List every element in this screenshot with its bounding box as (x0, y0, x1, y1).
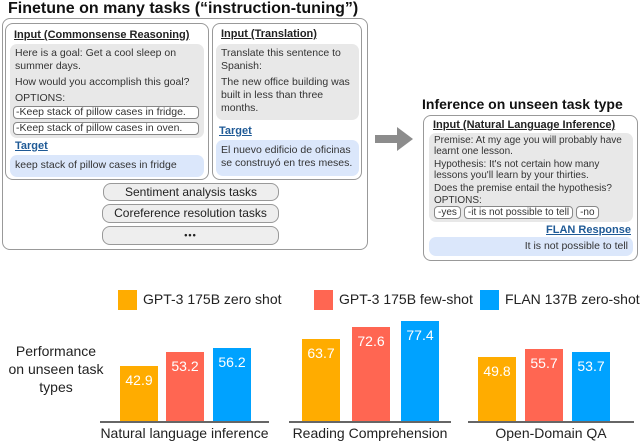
bar-value-label: 77.4 (406, 327, 434, 343)
flan-response-label: FLAN Response (546, 224, 631, 236)
input-line: Premise: At my age you will probably hav… (434, 135, 622, 157)
input-line: Translate this sentence to Spanish: (221, 47, 341, 72)
input-line: OPTIONS: (434, 195, 482, 206)
bar-value-label: 53.7 (577, 357, 605, 374)
bar (478, 356, 516, 421)
bar-value-label: 53.2 (171, 358, 199, 375)
bar (120, 365, 158, 421)
bar (572, 351, 610, 421)
task-coreference: Coreference resolution tasks (102, 204, 279, 223)
option: -Keep stack of pillow cases in fridge. (13, 106, 199, 119)
task-more: ••• (102, 226, 279, 245)
translation-header: Input (Translation) (221, 28, 317, 40)
target-label: Target (15, 140, 48, 152)
bar (401, 321, 439, 421)
bar-value-label: 42.9 (125, 371, 153, 388)
right-arrow-icon (375, 127, 413, 151)
legend-label: FLAN 137B zero-shot (505, 291, 640, 307)
input-line: OPTIONS: (15, 92, 66, 104)
bar (166, 352, 204, 421)
legend-swatch (314, 290, 333, 310)
inference-input: Premise: At my age you will probably hav… (429, 133, 633, 222)
y-axis-label: Performance on unseen task types (8, 343, 104, 395)
finetune-title: Finetune on many tasks (“instruction-tun… (8, 0, 359, 17)
task-sentiment: Sentiment analysis tasks (103, 183, 279, 201)
bar-value-label: 49.8 (483, 362, 511, 379)
target-label: Target (219, 125, 252, 137)
legend-label: GPT-3 175B zero shot (143, 291, 282, 307)
bar (213, 348, 251, 421)
inference-title: Inference on unseen task type (422, 96, 623, 112)
commonsense-card: Input (Commonsense Reasoning) Here is a … (5, 23, 209, 180)
translation-card: Input (Translation) Translate this sente… (212, 23, 362, 180)
inference-card: Input (Natural Language Inference) Premi… (423, 115, 638, 261)
bar (525, 349, 563, 421)
baseline (100, 421, 269, 423)
bar-value-label: 55.7 (530, 355, 558, 372)
legend-swatch (118, 290, 137, 310)
input-line: Hypothesis: It's not certain how many le… (434, 159, 600, 181)
option: -it is not possible to tell (463, 206, 574, 219)
input-line: Here is a goal: Get a cool sleep on summ… (15, 47, 177, 72)
bar-value-label: 72.6 (357, 333, 385, 350)
input-line: How would you accomplish this goal? (15, 76, 190, 88)
commonsense-target: keep stack of pillow cases in fridge (10, 155, 204, 177)
bar-value-label: 56.2 (218, 354, 246, 371)
legend-label: GPT-3 175B few-shot (339, 291, 473, 307)
category-label: Reading Comprehension (292, 425, 448, 441)
bar (302, 338, 340, 421)
flan-response: It is not possible to tell (429, 237, 633, 256)
category-label: Natural language inference (100, 425, 269, 441)
category-label: Open-Domain QA (495, 425, 607, 441)
bar (352, 327, 390, 421)
bar-value-label: 63.7 (307, 344, 335, 361)
baseline (289, 421, 451, 423)
inference-header: Input (Natural Language Inference) (433, 119, 616, 131)
legend-swatch (480, 290, 499, 310)
option: -Keep stack of pillow cases in oven. (13, 122, 199, 135)
option: -no (576, 206, 599, 219)
commonsense-header: Input (Commonsense Reasoning) (14, 29, 190, 41)
input-line: The new office building was built in les… (221, 76, 350, 114)
input-line: Does the premise entail the hypothesis? (434, 183, 612, 194)
option: -yes (434, 206, 461, 219)
baseline (468, 421, 634, 423)
translation-input: Translate this sentence to Spanish: The … (216, 44, 359, 120)
commonsense-input: Here is a goal: Get a cool sleep on summ… (10, 44, 204, 138)
translation-target: El nuevo edificio de oficinas se constru… (216, 140, 359, 176)
